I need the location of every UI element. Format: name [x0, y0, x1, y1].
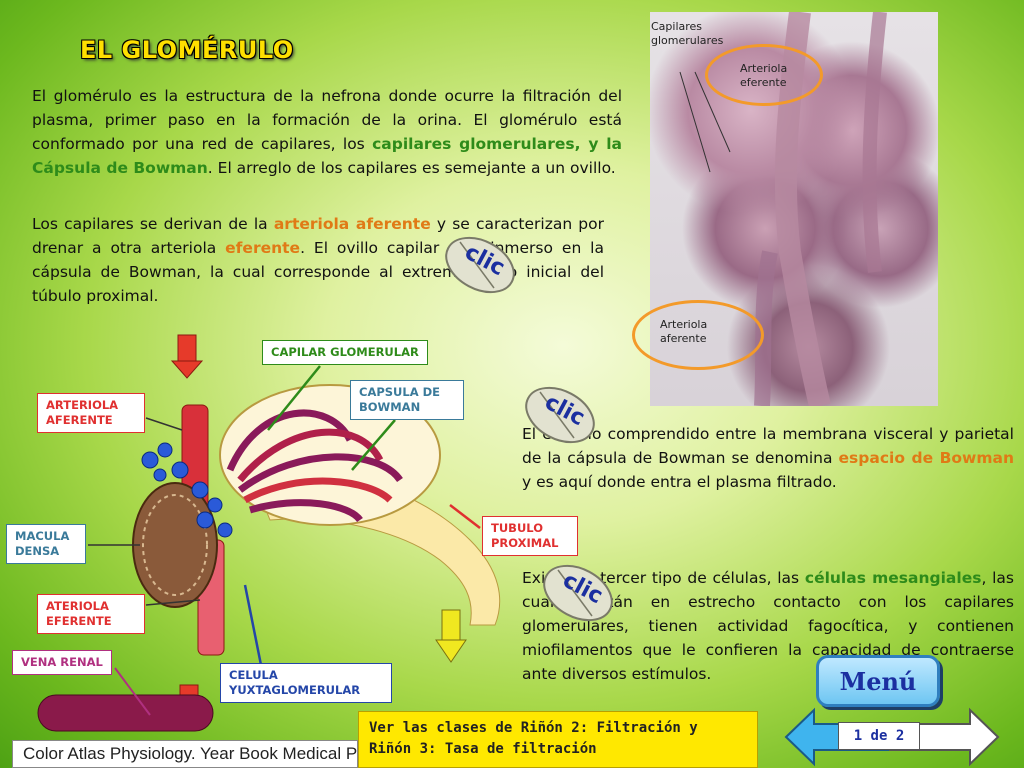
- page-indicator: 1 de 2: [838, 722, 920, 750]
- intro-text-2: . El arreglo de los capilares es semejan…: [207, 159, 616, 177]
- clic-button-2[interactable]: clic: [520, 380, 600, 450]
- clic-button-3[interactable]: clic: [538, 558, 618, 628]
- capillaries-text-2: y se caracterizan por drenar a otra arte…: [32, 215, 605, 257]
- bowman-space-paragraph: El espacio comprendido entre la membrana…: [522, 422, 1014, 494]
- label-capsula-bowman: CAPSULA DE BOWMAN: [350, 380, 464, 420]
- highlight-ring-afferent: [632, 300, 764, 370]
- label-ateriola-eferente: ATERIOLA EFERENTE: [37, 594, 145, 634]
- mouse-icon: [525, 386, 595, 444]
- capillaries-keyword-afferent: arteriola aferente: [273, 215, 431, 233]
- mesangial-keyword: células mesangiales: [804, 569, 982, 587]
- source-citation: Color Atlas Physiology. Year Book Medica…: [12, 740, 358, 768]
- clic-button-1[interactable]: clic: [440, 230, 520, 300]
- mesangial-paragraph: Existe un tercer tipo de células, las cé…: [522, 566, 1014, 686]
- related-classes-note: Ver las clases de Riñón 2: Filtración y …: [358, 711, 758, 768]
- mesangial-text-2: , las cuales están en estrecho contacto …: [522, 569, 1015, 683]
- mouse-icon: [543, 564, 613, 622]
- down-arrow-yellow: [435, 609, 467, 663]
- label-macula-densa: MACULA DENSA: [6, 524, 86, 564]
- page-title: EL GLOMÉRULO: [80, 36, 294, 64]
- highlight-ring-efferent: [705, 44, 823, 106]
- label-vena-renal: VENA RENAL: [12, 650, 112, 675]
- down-arrow-top: [170, 334, 204, 379]
- capillaries-text-1: Los capilares se derivan de la: [32, 215, 274, 233]
- bowman-text-2: y es aquí donde entra el plasma filtrado…: [522, 473, 837, 491]
- mouse-icon: [445, 236, 515, 294]
- capillaries-paragraph: Los capilares se derivan de la arteriola…: [32, 212, 604, 308]
- glomerulus-diagram: [37, 334, 501, 732]
- label-arteriola-aferente: ARTERIOLA AFERENTE: [37, 393, 145, 433]
- label-celula-yuxtaglomerular: CELULA YUXTAGLOMERULAR: [220, 663, 392, 703]
- label-capilar-glomerular: CAPILAR GLOMERULAR: [262, 340, 428, 365]
- photo-label-capilares: Capilares glomerulares: [651, 20, 724, 47]
- intro-keyword: capilares glomerulares, y la Cápsula de …: [32, 135, 623, 177]
- label-tubulo-proximal: TUBULO PROXIMAL: [482, 516, 578, 556]
- intro-text-1: El glomérulo es la estructura de la nefr…: [32, 87, 622, 153]
- bowman-text-1: El espacio comprendido entre la membrana…: [522, 425, 1014, 467]
- menu-button[interactable]: Menú: [816, 655, 940, 707]
- intro-paragraph: El glomérulo es la estructura de la nefr…: [32, 84, 622, 180]
- capillaries-keyword-efferent: eferente: [225, 239, 301, 257]
- bowman-keyword: espacio de Bowman: [838, 449, 1014, 467]
